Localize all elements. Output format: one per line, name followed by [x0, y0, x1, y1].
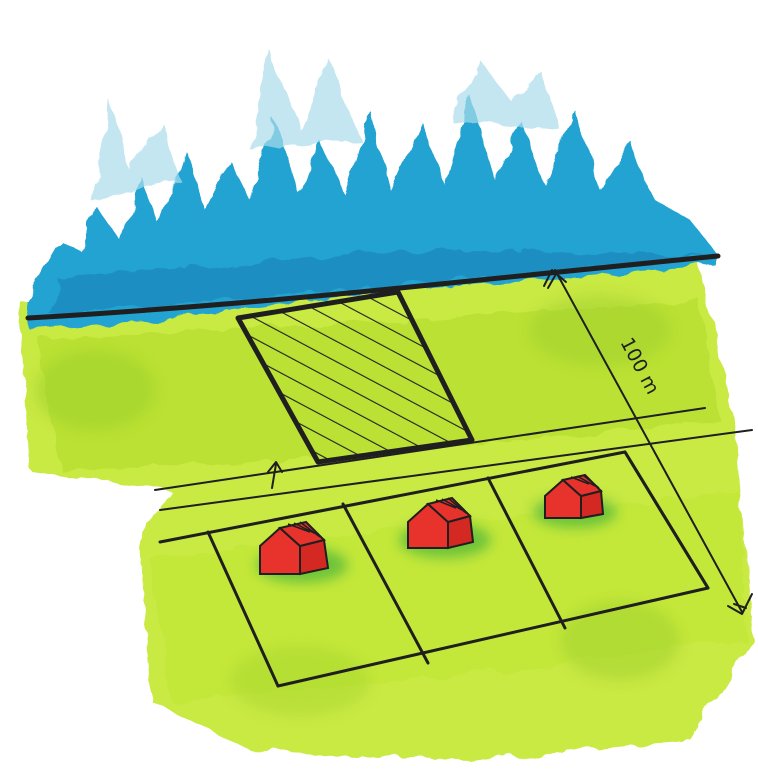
watercolor-site-sketch: 100 m — [0, 0, 758, 782]
